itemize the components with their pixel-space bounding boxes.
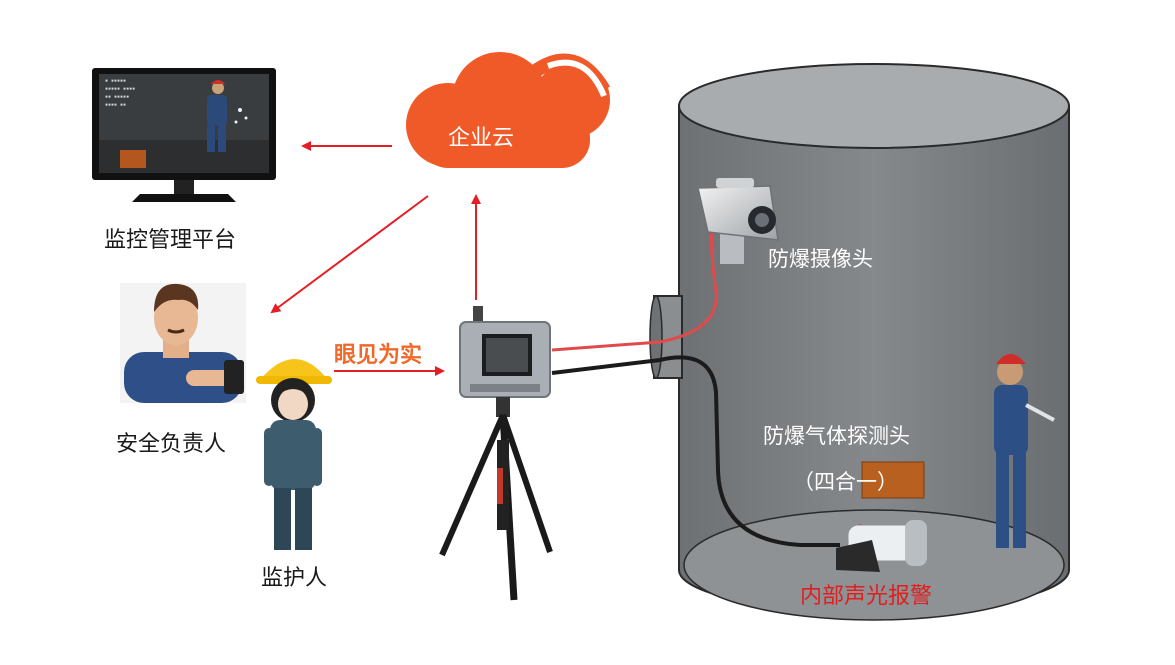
monitor-platform-label: 监控管理平台 bbox=[104, 228, 237, 253]
seeing-is-believing-label: 眼见为实 bbox=[334, 343, 423, 368]
monitor-icon bbox=[92, 68, 276, 202]
cloud-label: 企业云 bbox=[448, 126, 515, 151]
gas-detector-label: 防爆气体探测头 bbox=[763, 424, 910, 448]
safety-lead-illustration bbox=[120, 283, 246, 403]
monitoring-device-icon bbox=[439, 306, 553, 601]
arrow-cloud-to-safety-lead bbox=[270, 195, 429, 314]
internal-alarm-icon bbox=[836, 520, 927, 572]
guardian-label: 监护人 bbox=[261, 566, 328, 591]
internal-alarm-label: 内部声光报警 bbox=[800, 584, 933, 609]
monitor-screen-text: ▪▪ ▪▪▪▪▪ bbox=[105, 94, 130, 100]
gas-detector-sublabel: （四合一） bbox=[793, 470, 898, 494]
camera-label: 防爆摄像头 bbox=[768, 247, 873, 271]
wooden-crate bbox=[861, 461, 925, 499]
monitor-screen-text: ▪▪▪▪▪ ▪▪▪▪ bbox=[105, 86, 136, 92]
monitor-screen-text: ▪ ▪▪▪▪▪ bbox=[105, 78, 127, 84]
camera-cable bbox=[551, 229, 718, 352]
monitor-screen-text: ▪▪▪▪ ▪▪ bbox=[105, 102, 127, 108]
sensor-cable bbox=[551, 355, 840, 547]
welder-worker-illustration bbox=[994, 354, 1055, 548]
guardian-illustration bbox=[256, 359, 332, 550]
explosion-proof-camera-icon bbox=[697, 178, 779, 264]
cloud-icon bbox=[406, 52, 611, 168]
safety-lead-label: 安全负责人 bbox=[116, 432, 227, 457]
flow-arrows bbox=[270, 141, 481, 376]
